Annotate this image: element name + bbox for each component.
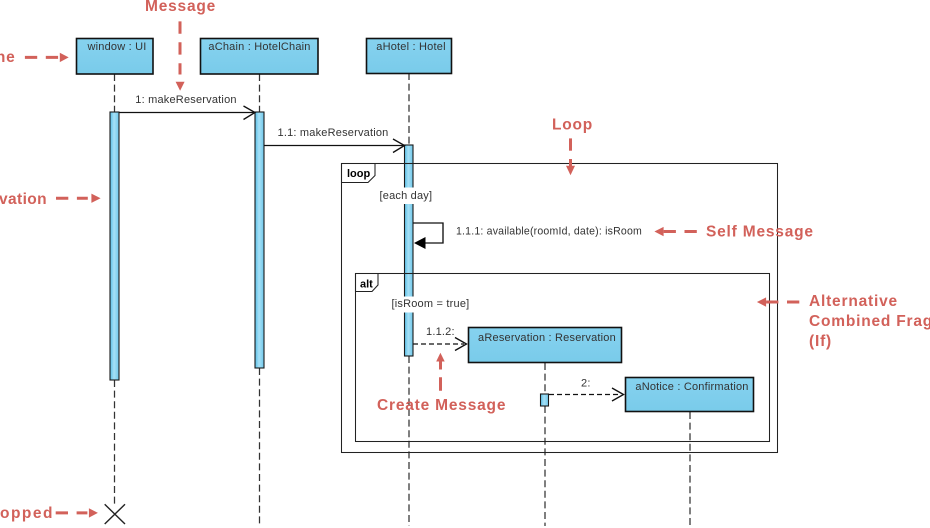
svg-text:2:: 2: xyxy=(581,378,591,390)
svg-text:Self Message: Self Message xyxy=(706,224,814,241)
svg-text:loop: loop xyxy=(347,168,370,180)
svg-text:Loop: Loop xyxy=(552,117,593,134)
svg-text:Message: Message xyxy=(145,0,216,15)
svg-text:opped: opped xyxy=(0,505,54,522)
svg-text:aReservation : Reservation: aReservation : Reservation xyxy=(478,332,616,344)
svg-text:1: makeReservation: 1: makeReservation xyxy=(135,94,236,106)
svg-text:(If): (If) xyxy=(809,333,832,350)
svg-text:1.1.1: available(roomId, date): 1.1.1: available(roomId, date): isRoom xyxy=(456,226,642,238)
svg-text:aNotice : Confirmation: aNotice : Confirmation xyxy=(635,381,748,393)
svg-text:[each day]: [each day] xyxy=(380,190,433,202)
svg-text:vation: vation xyxy=(0,191,47,208)
svg-text:aChain : HotelChain: aChain : HotelChain xyxy=(208,41,310,53)
svg-text:aHotel : Hotel: aHotel : Hotel xyxy=(376,41,445,53)
svg-text:window : UI: window : UI xyxy=(86,41,146,53)
svg-text:Create Message: Create Message xyxy=(377,397,506,414)
svg-text:Combined Frag: Combined Frag xyxy=(809,313,930,330)
svg-text:Alternative: Alternative xyxy=(809,293,898,310)
svg-text:[isRoom = true]: [isRoom = true] xyxy=(392,298,470,310)
svg-text:1.1.2:: 1.1.2: xyxy=(426,326,455,338)
svg-text:alt: alt xyxy=(360,279,373,291)
svg-text:ne: ne xyxy=(0,49,16,66)
svg-text:1.1: makeReservation: 1.1: makeReservation xyxy=(278,127,389,139)
